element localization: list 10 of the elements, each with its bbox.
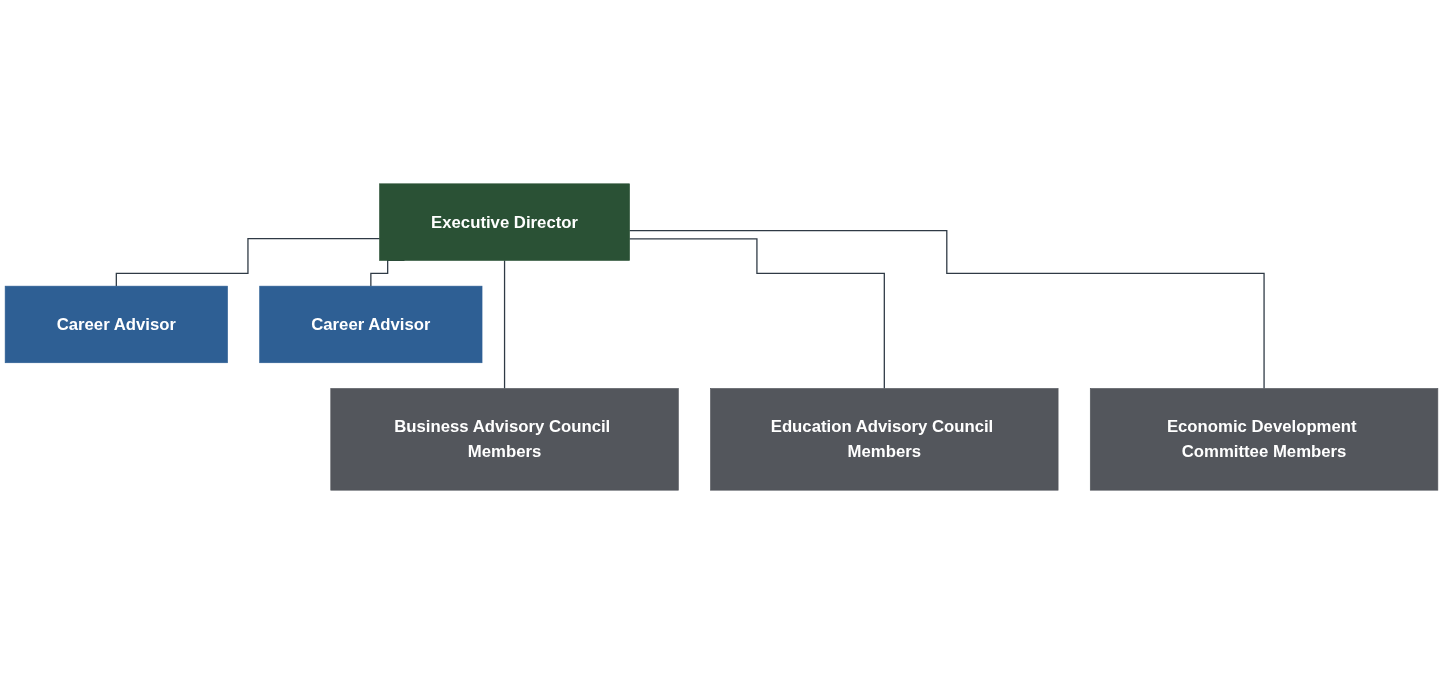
connector [628, 229, 1265, 390]
node-box: Economic Development Committee Members [1089, 388, 1439, 491]
node-box: Career Advisor [4, 285, 228, 364]
node-box: Executive Director [379, 183, 630, 261]
node-box: Business Advisory Council Members [330, 388, 679, 491]
connector [115, 237, 381, 287]
node-box: Education Advisory Council Members [710, 388, 1059, 491]
connector [503, 259, 506, 390]
node-box: Career Advisor [259, 285, 483, 364]
connector [628, 238, 885, 390]
